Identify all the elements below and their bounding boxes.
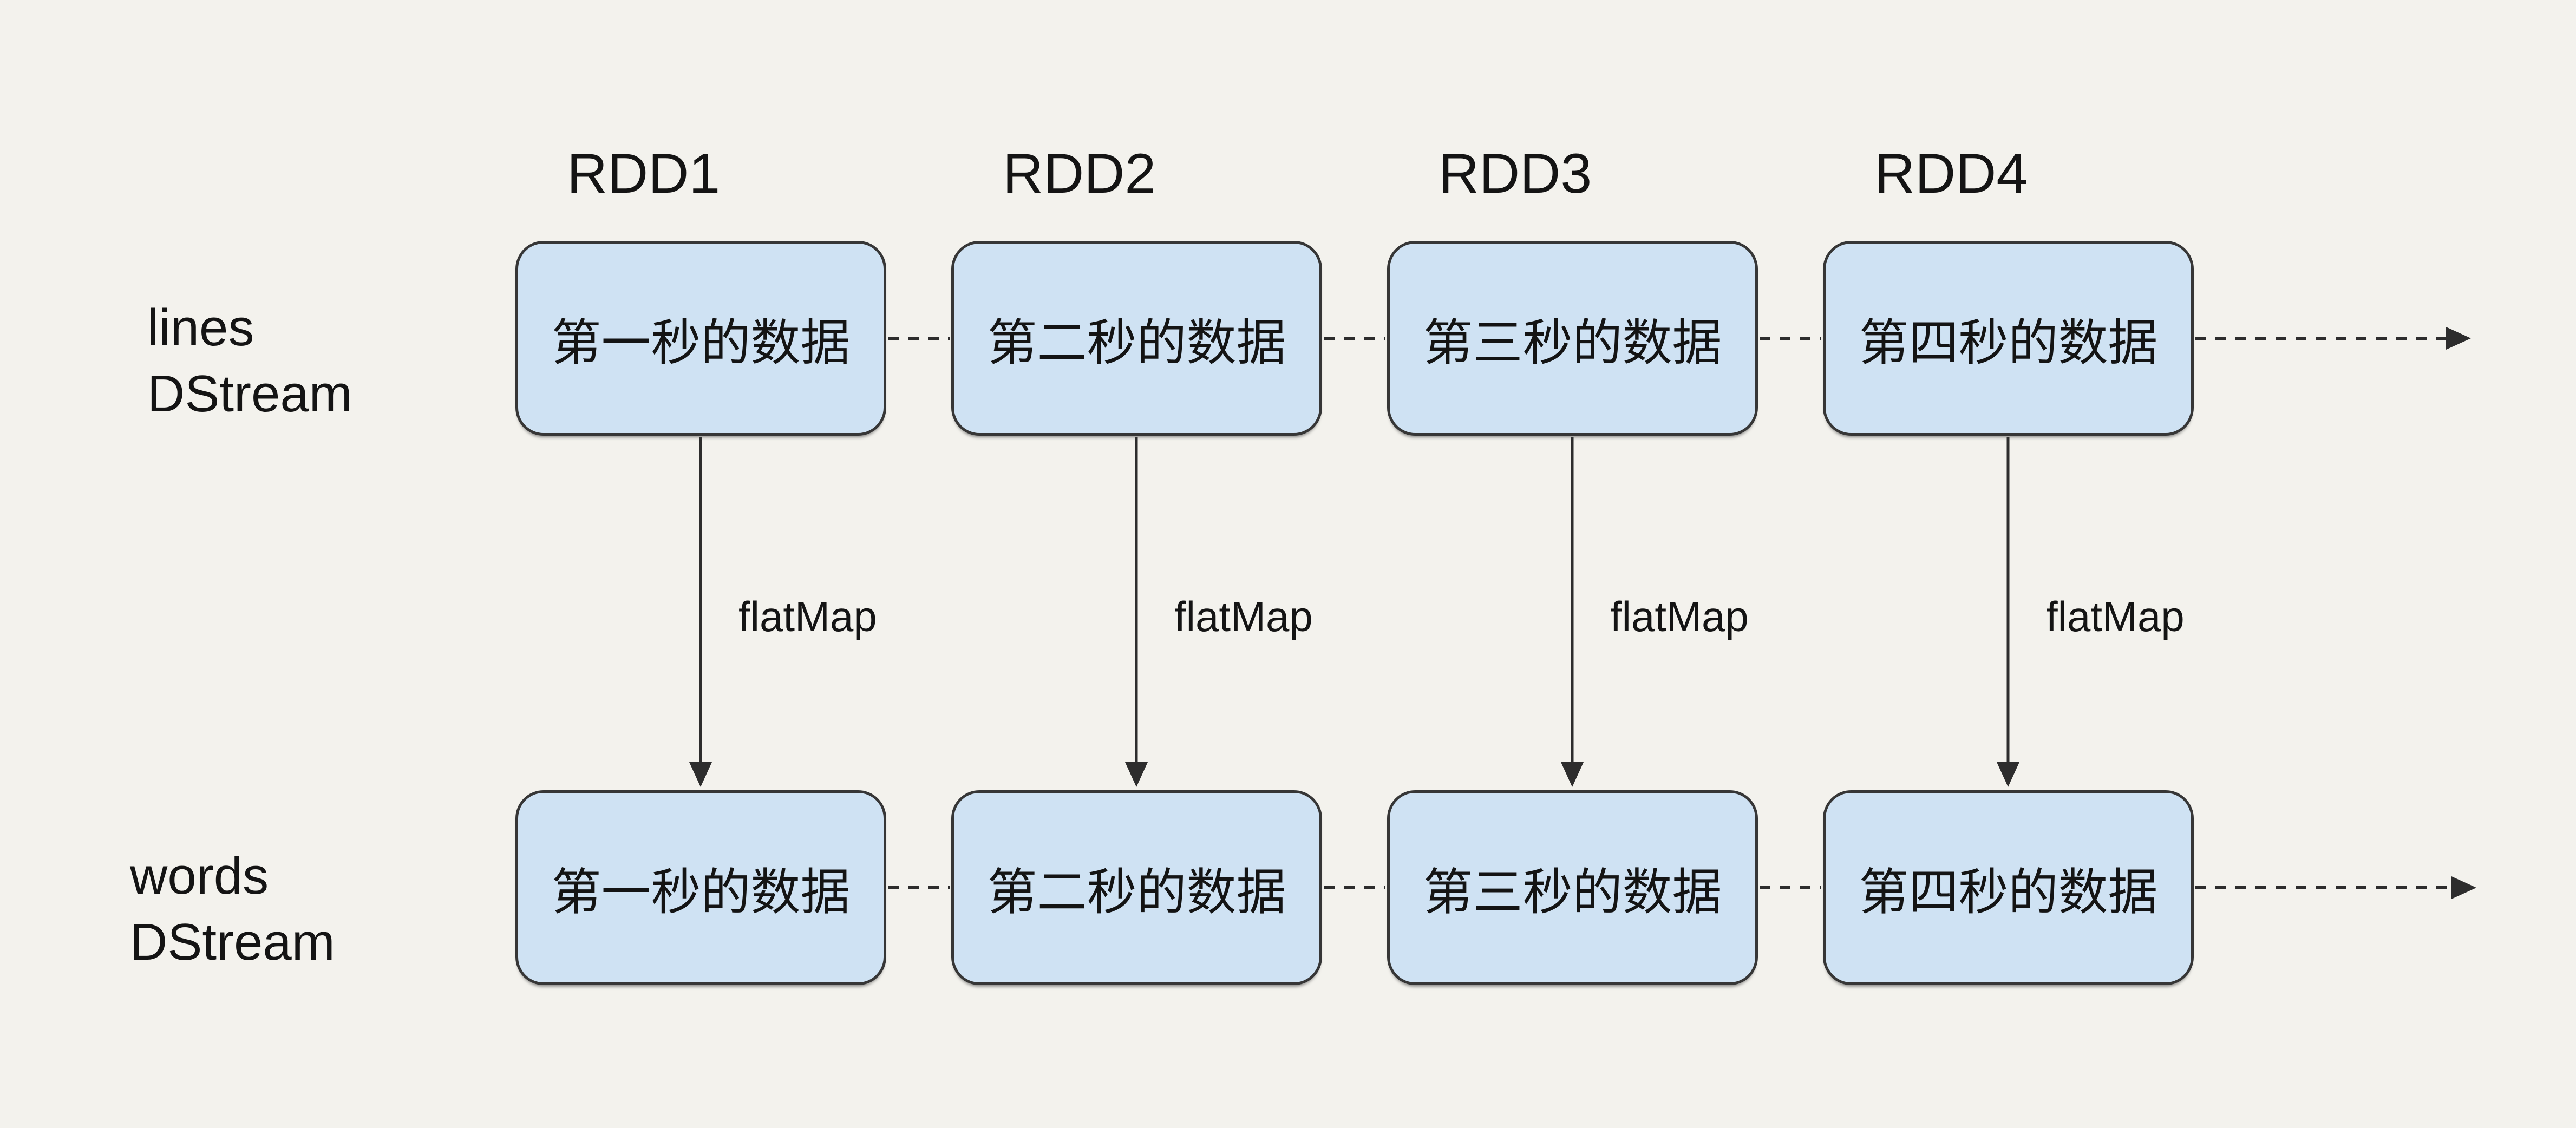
flatmap-label-3: flatMap (1610, 593, 1749, 640)
lines-rdd1-box: 第一秒的数据 (515, 241, 886, 436)
flatmap-label-2: flatMap (1174, 593, 1313, 640)
words-dstream-label: words DStream (130, 843, 335, 975)
words-rdd3-box: 第三秒的数据 (1387, 790, 1758, 985)
lines-dstream-label-line1: lines (147, 299, 254, 357)
lines-rdd3-box: 第三秒的数据 (1387, 241, 1758, 436)
words-dstream-label-line1: words (130, 847, 269, 905)
lines-rdd2-box: 第二秒的数据 (951, 241, 1322, 436)
lines-rdd4-box: 第四秒的数据 (1823, 241, 2194, 436)
rdd1-title: RDD1 (567, 142, 721, 205)
words-rdd2-box: 第二秒的数据 (951, 790, 1322, 985)
flatmap-label-1: flatMap (738, 593, 877, 640)
lines-dstream-label: lines DStream (147, 295, 352, 427)
rdd4-title: RDD4 (1874, 142, 2028, 205)
rdd3-title: RDD3 (1439, 142, 1592, 205)
words-rdd4-box: 第四秒的数据 (1823, 790, 2194, 985)
words-rdd1-box: 第一秒的数据 (515, 790, 886, 985)
rdd2-title: RDD2 (1003, 142, 1156, 205)
flatmap-label-4: flatMap (2046, 593, 2185, 640)
words-dstream-label-line2: DStream (130, 913, 335, 971)
lines-dstream-label-line2: DStream (147, 365, 352, 423)
